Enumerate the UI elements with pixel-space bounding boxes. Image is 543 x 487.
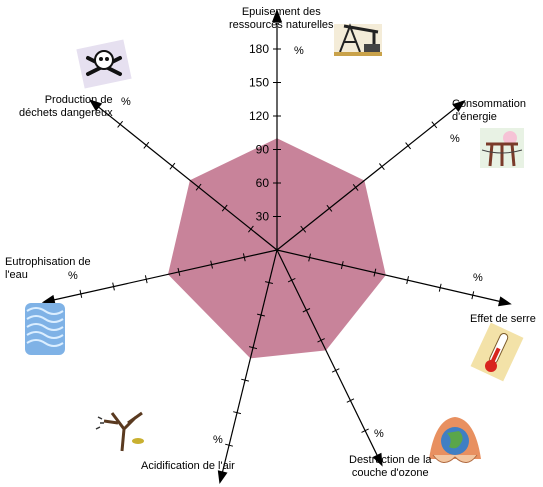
tick-mark: [406, 276, 409, 285]
oil-pump-icon: [334, 23, 382, 56]
tick-mark: [405, 142, 411, 150]
tick-label: 90: [256, 143, 270, 157]
tick-mark: [117, 120, 123, 128]
tick-mark: [233, 411, 242, 415]
tick-mark: [431, 121, 438, 129]
tick-mark: [225, 443, 234, 447]
tick-labels: 30 60 90 120 150 180: [249, 42, 269, 224]
axis-label-ozone: Destruction de la couche d'ozone: [349, 454, 432, 479]
axis-arrowhead: [217, 470, 228, 484]
tick-mark: [241, 378, 250, 382]
axis-label-energy: Consommation d'énergie: [452, 98, 526, 123]
axis-label-eutrophication: Eutrophisation de l'eau: [5, 256, 91, 281]
axis-label-acidification: Acidification de l'air: [141, 460, 235, 472]
unit-waste: %: [121, 96, 131, 108]
tick-mark: [210, 260, 213, 269]
tick-mark: [326, 204, 333, 212]
axis-line-6: [97, 106, 278, 251]
tick-mark: [340, 261, 344, 270]
tick-mark: [195, 183, 202, 191]
tick-mark: [221, 204, 228, 212]
axis-line-4: [221, 249, 278, 473]
tick-label: 150: [249, 76, 269, 90]
axis-label-waste: Production de déchets dangereux: [19, 94, 113, 119]
unit-eutrophication: %: [68, 270, 78, 282]
unit-acidification: %: [213, 434, 223, 446]
tick-mark: [346, 398, 355, 403]
tick-mark: [112, 282, 115, 291]
tick-mark: [352, 183, 359, 191]
axis-line-3: [276, 249, 378, 457]
icons-group: [25, 23, 524, 463]
tick-label: 120: [249, 109, 269, 123]
tick-mark: [438, 283, 442, 292]
axis-arrowhead: [498, 296, 512, 307]
axis-arrowhead: [372, 452, 383, 467]
axis-line-5: [53, 249, 278, 301]
waves-icon: [25, 303, 65, 355]
tick-mark: [379, 163, 385, 171]
tick-mark: [361, 428, 369, 433]
axis-label-greenhouse: Effet de serre: [470, 313, 536, 325]
tick-mark: [317, 338, 325, 343]
tick-label: 60: [256, 176, 270, 190]
axis-arrowhead: [41, 294, 56, 305]
axis-arrowhead: [88, 99, 103, 112]
dead-tree-icon: [95, 411, 144, 452]
unit-ozone: %: [374, 428, 384, 440]
tick-mark: [79, 289, 83, 298]
tick-mark: [256, 313, 266, 317]
skull-crossbones-icon: [76, 39, 132, 89]
tick-mark: [177, 267, 181, 276]
tick-mark: [169, 162, 176, 170]
thermometer-icon: [470, 322, 524, 382]
tick-mark: [248, 225, 254, 233]
tick-label: 180: [249, 42, 269, 56]
tick-mark: [471, 291, 475, 300]
unit-greenhouse: %: [473, 272, 483, 284]
tick-label: 30: [256, 210, 270, 224]
tick-mark: [242, 253, 246, 262]
tick-mark: [331, 368, 340, 373]
axis-arrowhead: [452, 100, 466, 112]
unit-resources: %: [294, 45, 304, 57]
earth-ozone-icon: [429, 417, 481, 463]
tick-mark: [264, 281, 274, 284]
tick-mark: [308, 253, 311, 262]
axes-group: [41, 9, 512, 484]
tick-mark: [248, 346, 258, 350]
tick-mark: [373, 268, 377, 277]
axis-label-resources: Epuisement des ressources naturelles: [229, 6, 334, 31]
power-lines-icon: [480, 128, 524, 168]
axis-line-2: [276, 249, 501, 303]
axis-line-1: [276, 106, 457, 251]
unit-energy: %: [450, 133, 460, 145]
axis-arrowhead: [272, 9, 282, 22]
tick-mark: [143, 141, 150, 149]
tick-mark: [287, 277, 296, 283]
tick-mark: [300, 225, 307, 233]
tick-mark: [144, 275, 148, 284]
tick-mark: [302, 308, 311, 313]
